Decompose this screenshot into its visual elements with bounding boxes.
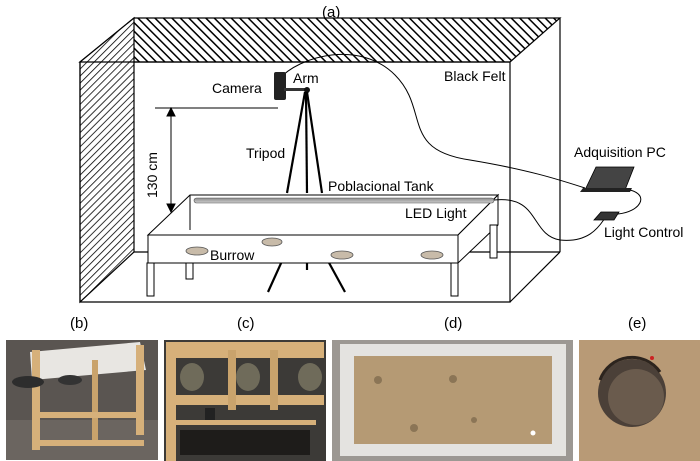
camera-cable <box>277 54 586 189</box>
burrow-closeup-photo <box>579 340 700 461</box>
height-dimension <box>155 106 278 214</box>
tank-side-photo <box>6 340 158 460</box>
burrows <box>185 237 444 260</box>
tank-underside-photo <box>164 340 326 461</box>
pc-light-cable <box>617 189 642 215</box>
light-control-label: Light Control <box>604 224 683 240</box>
led-light <box>193 197 495 204</box>
panel-d-label: (d) <box>444 315 462 332</box>
height-label: 130 cm <box>144 152 160 198</box>
light-control-box <box>593 211 620 221</box>
panel-b-label: (b) <box>70 315 88 332</box>
black-felt-label: Black Felt <box>444 68 506 84</box>
led-light-label: LED Light <box>405 205 467 221</box>
panel-c-label: (c) <box>237 315 255 332</box>
panel-a-label: (a) <box>322 4 340 21</box>
tank-label: Poblacional Tank <box>328 178 435 194</box>
population-tank <box>146 193 500 297</box>
arm-label: Arm <box>293 70 319 86</box>
panel-e-label: (e) <box>628 315 646 332</box>
tank-top-photo <box>332 340 573 461</box>
camera-label: Camera <box>212 80 262 96</box>
laptop-icon <box>580 166 635 192</box>
light-cable <box>493 199 606 241</box>
burrow-label: Burrow <box>210 247 255 263</box>
camera <box>274 72 310 100</box>
black-felt-enclosure <box>78 16 562 304</box>
tripod-label: Tripod <box>246 145 285 161</box>
pc-label: Adquisition PC <box>574 144 666 160</box>
